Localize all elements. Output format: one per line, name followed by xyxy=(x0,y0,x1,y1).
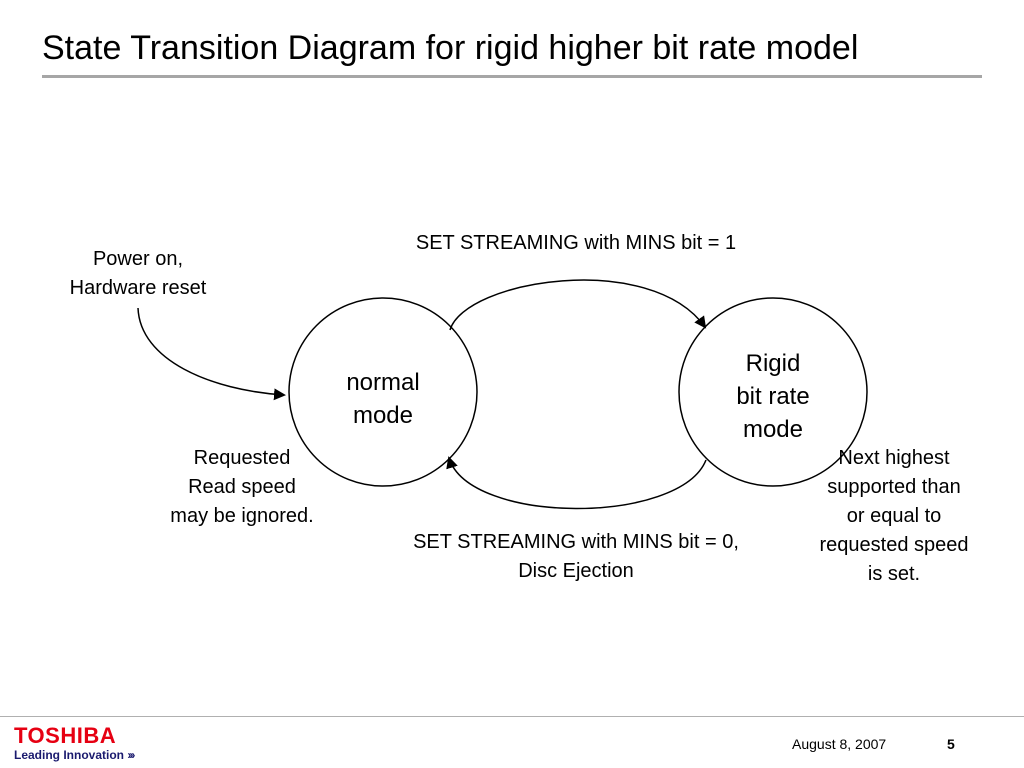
state-normal-line1: normal xyxy=(346,369,420,396)
note-rigid-line5: is set. xyxy=(867,563,921,585)
initial-transition-label: Power on, Hardware reset xyxy=(38,245,238,303)
note-rigid-line2: supported than xyxy=(827,476,961,498)
tagline-text: Leading Innovation xyxy=(14,748,124,762)
state-rigid-line2: bit rate xyxy=(736,383,810,410)
transition-to-normal-line2: Disc Ejection xyxy=(518,560,634,582)
arrow-normal-to-rigid xyxy=(449,279,707,331)
state-normal-line2: mode xyxy=(352,402,414,429)
note-rigid-line1: Next highest xyxy=(838,447,950,469)
toshiba-logo: TOSHIBA xyxy=(14,723,117,748)
state-normal-label: normal mode xyxy=(323,366,443,432)
state-rigid-line3: mode xyxy=(742,416,804,443)
note-normal-line1: Requested xyxy=(193,447,291,469)
transition-to-rigid-label: SET STREAMING with MINS bit = 1 xyxy=(415,232,737,254)
chevron-right-icon: ››› xyxy=(127,748,135,762)
note-normal-line3: may be ignored. xyxy=(170,505,314,527)
state-rigid-label: Rigid bit rate mode xyxy=(713,347,833,446)
initial-label-line2: Hardware reset xyxy=(69,277,207,299)
note-normal-line2: Read speed xyxy=(188,476,296,498)
state-rigid-line1: Rigid xyxy=(745,350,801,377)
note-normal-mode: Requested Read speed may be ignored. xyxy=(152,444,332,531)
arrow-rigid-to-normal xyxy=(446,456,707,510)
slide-title: State Transition Diagram for rigid highe… xyxy=(42,29,859,67)
note-rigid-line4: requested speed xyxy=(819,534,969,556)
page-number: 5 xyxy=(947,736,955,752)
arrow-initial xyxy=(137,307,286,401)
note-rigid-mode: Next highest supported than or equal to … xyxy=(799,444,989,589)
state-rigid-circle xyxy=(678,297,868,487)
title-divider xyxy=(42,75,982,78)
initial-label-line1: Power on, xyxy=(92,248,184,270)
transition-to-normal-label: SET STREAMING with MINS bit = 0, Disc Ej… xyxy=(366,528,786,586)
footer-date: August 8, 2007 xyxy=(792,736,887,752)
logo-tagline: Leading Innovation ››› xyxy=(14,748,135,762)
state-normal-circle xyxy=(288,297,478,487)
transition-to-normal-line1: SET STREAMING with MINS bit = 0, xyxy=(413,531,739,553)
footer-divider xyxy=(0,716,1024,717)
note-rigid-line3: or equal to xyxy=(846,505,942,527)
